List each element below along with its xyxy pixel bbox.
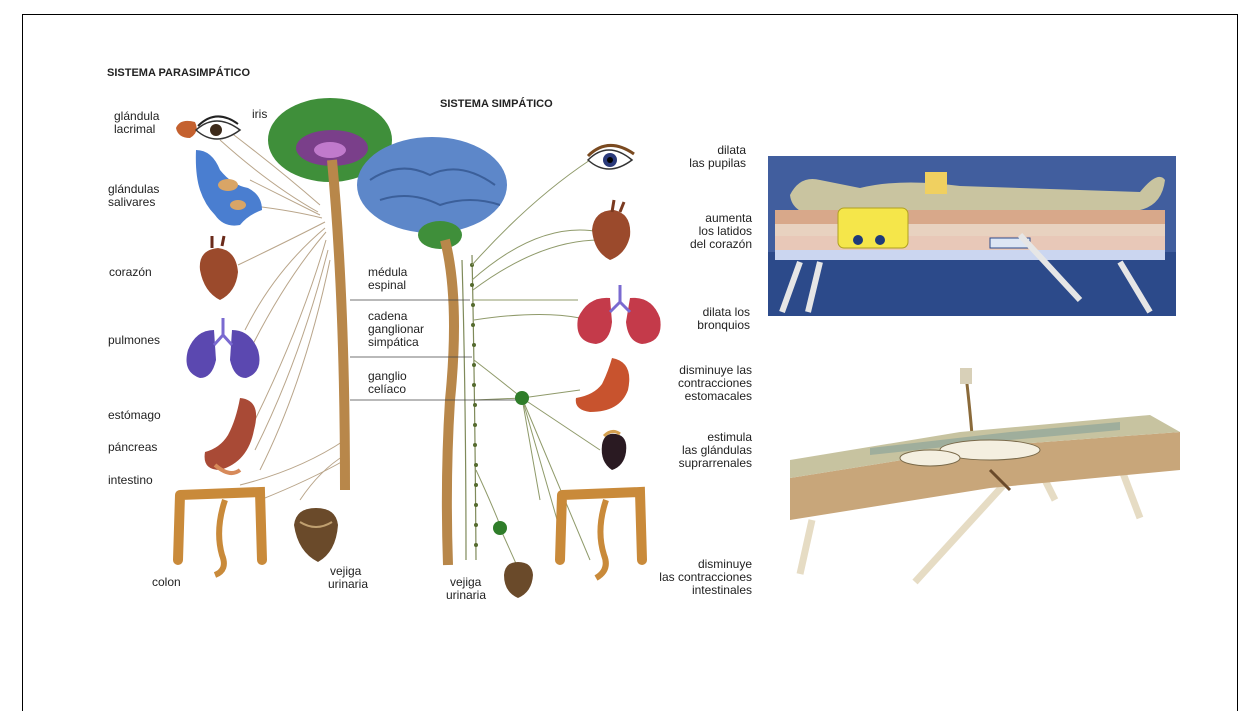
label-symp-stomach-3: estomacales (685, 389, 752, 403)
symp-bladder-icon (504, 562, 533, 598)
massage-bed-schematic (768, 156, 1176, 316)
label-salivary-1: glándulas (108, 182, 159, 196)
label-para-intestine: intestino (108, 473, 153, 487)
massage-bed-photo (790, 368, 1180, 582)
symp-lungs-icon (577, 285, 660, 344)
sympathetic-spinal-cord (445, 240, 454, 565)
label-adrenal-2: las glándulas (682, 443, 752, 457)
para-stomach-icon (205, 398, 257, 473)
label-celiac-2: celíaco (368, 382, 406, 396)
label-para-bladder-1: vejiga (330, 564, 362, 578)
label-pupils-1: dilata (717, 143, 746, 157)
celiac-ganglion (515, 391, 529, 405)
label-symp-intestine-2: las contracciones (659, 570, 752, 584)
lacrimal-eye-icon (176, 116, 240, 139)
label-para-pancreas: páncreas (108, 440, 157, 454)
salivary-glands-icon (196, 150, 262, 226)
label-chain-2: ganglionar (368, 322, 424, 336)
symp-stomach-icon (576, 358, 630, 412)
label-para-lungs: pulmones (108, 333, 160, 347)
label-para-bladder-2: urinaria (328, 577, 368, 591)
parasympathetic-spinal-cord (332, 160, 345, 490)
symp-adrenal-icon (602, 431, 627, 470)
heading-parasympathetic: SISTEMA PARASIMPÁTICO (107, 66, 250, 79)
label-symp-intestine-3: intestinales (692, 583, 752, 597)
label-para-colon: colon (152, 575, 181, 589)
label-celiac-1: ganglio (368, 369, 407, 383)
label-symp-heart-3: del corazón (690, 237, 752, 251)
sympathetic-nerves (472, 160, 600, 568)
para-heart-icon (200, 236, 238, 300)
label-lacrimal-1: glándula (114, 109, 160, 123)
label-spinal-cord-1: médula (368, 265, 408, 279)
para-colon-icon (178, 492, 262, 575)
label-salivary-2: salivares (108, 195, 155, 209)
sympathetic-brain (357, 137, 507, 233)
label-chain-1: cadena (368, 309, 408, 323)
label-symp-heart-2: los latidos (699, 224, 752, 238)
symp-colon-icon (560, 492, 642, 578)
label-lacrimal-2: lacrimal (114, 122, 155, 136)
label-bronchi-2: bronquios (697, 318, 750, 332)
symp-heart-icon (592, 200, 630, 260)
label-center-bladder-1: vejiga (450, 575, 482, 589)
pelvic-ganglion (493, 521, 507, 535)
label-para-stomach: estómago (108, 408, 161, 422)
heading-sympathetic: SISTEMA SIMPÁTICO (440, 97, 553, 110)
label-symp-stomach-1: disminuye las (679, 363, 752, 377)
para-bladder-icon (294, 508, 338, 562)
label-spinal-cord-2: espinal (368, 278, 406, 292)
label-chain-3: simpática (368, 335, 419, 349)
label-symp-stomach-2: contracciones (678, 376, 752, 390)
label-bronchi-1: dilata los (703, 305, 750, 319)
label-symp-intestine-1: disminuye (698, 557, 752, 571)
ganglion-chain-nodes (470, 263, 478, 547)
symp-eye-icon (588, 145, 634, 169)
ganglion-chain (462, 255, 476, 560)
label-para-heart: corazón (109, 265, 152, 279)
label-pupils-2: las pupilas (689, 156, 746, 170)
label-iris: iris (252, 107, 267, 121)
para-lungs-icon (187, 318, 260, 378)
label-adrenal-3: suprarrenales (679, 456, 752, 470)
label-symp-heart-1: aumenta (705, 211, 752, 225)
label-adrenal-1: estimula (707, 430, 752, 444)
label-center-bladder-2: urinaria (446, 588, 486, 602)
